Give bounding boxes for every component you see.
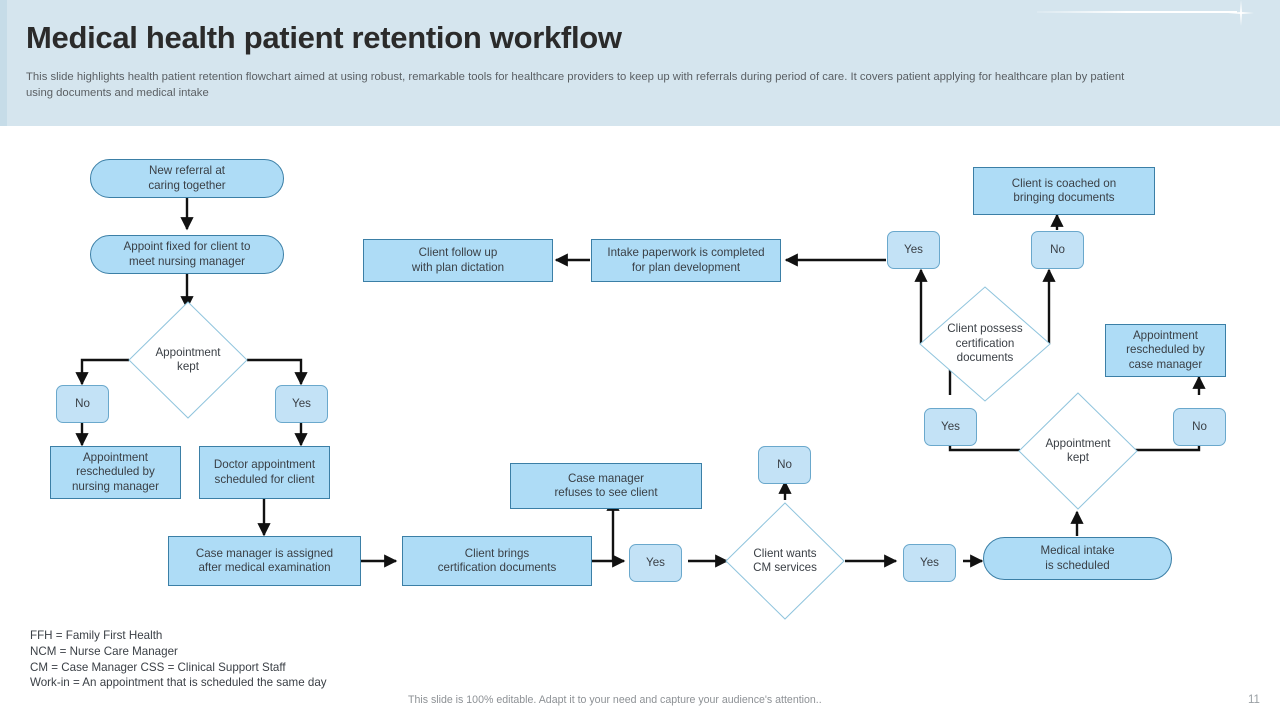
node-label: Appoint fixed for client to meet nursing… bbox=[123, 240, 251, 268]
chip-yes-appointment-kept-left[interactable]: Yes bbox=[275, 385, 328, 423]
chip-no-appointment-kept-left[interactable]: No bbox=[56, 385, 109, 423]
diamond-shape bbox=[1018, 392, 1138, 510]
node-label: Client brings certification documents bbox=[437, 546, 557, 575]
sparkle-star-icon bbox=[1228, 0, 1254, 26]
diamond-shape bbox=[725, 502, 845, 620]
decision-label: Appointment kept bbox=[155, 345, 221, 374]
node-client-follow-up[interactable]: Client follow up with plan dictation bbox=[363, 239, 553, 282]
chip-label: Yes bbox=[646, 555, 665, 569]
chip-label: Yes bbox=[904, 242, 923, 256]
legend-abbreviations: FFH = Family First Health NCM = Nurse Ca… bbox=[30, 629, 327, 690]
node-label: Appointment rescheduled by nursing manag… bbox=[71, 450, 159, 493]
node-appointment-rescheduled-case-manager[interactable]: Appointment rescheduled by case manager bbox=[1105, 324, 1226, 377]
chip-label: Yes bbox=[941, 419, 960, 433]
page-subtitle: This slide highlights health patient ret… bbox=[26, 71, 1125, 99]
chip-label: No bbox=[1192, 419, 1207, 433]
page-title: Medical health patient retention workflo… bbox=[26, 20, 622, 55]
decision-client-possess-documents[interactable]: Client possess certification documents bbox=[919, 286, 1051, 402]
node-label: New referral at caring together bbox=[148, 164, 226, 192]
chip-no-client-wants-cm[interactable]: No bbox=[758, 446, 811, 484]
diamond-shape bbox=[919, 286, 1051, 402]
node-label: Client is coached on bringing documents bbox=[1011, 176, 1117, 205]
node-medical-intake[interactable]: Medical intake is scheduled bbox=[983, 537, 1172, 580]
decorative-line bbox=[1037, 11, 1237, 13]
chip-no-appointment-kept-right[interactable]: No bbox=[1173, 408, 1226, 446]
node-doctor-appointment[interactable]: Doctor appointment scheduled for client bbox=[199, 446, 330, 499]
chip-no-client-possess[interactable]: No bbox=[1031, 231, 1084, 269]
node-label: Client follow up with plan dictation bbox=[411, 246, 505, 274]
decision-label: Appointment kept bbox=[1045, 436, 1111, 465]
chip-yes-client-possess[interactable]: Yes bbox=[887, 231, 940, 269]
chip-yes-appointment-kept-right[interactable]: Yes bbox=[924, 408, 977, 446]
decision-appointment-kept-left[interactable]: Appointment kept bbox=[128, 301, 248, 419]
chip-yes-medical-intake[interactable]: Yes bbox=[903, 544, 956, 582]
node-client-is-coached[interactable]: Client is coached on bringing documents bbox=[973, 167, 1155, 215]
page-number: 11 bbox=[1248, 694, 1260, 706]
diamond-shape bbox=[128, 301, 248, 419]
node-label: Intake paperwork is completed for plan d… bbox=[607, 246, 765, 274]
node-appoint-fixed[interactable]: Appoint fixed for client to meet nursing… bbox=[90, 235, 284, 274]
decision-appointment-kept-right[interactable]: Appointment kept bbox=[1018, 392, 1138, 510]
node-label: Case manager is assigned after medical e… bbox=[195, 546, 334, 575]
chip-label: No bbox=[1050, 242, 1065, 256]
decision-label: Client wants CM services bbox=[753, 546, 817, 575]
node-label: Appointment rescheduled by case manager bbox=[1126, 328, 1205, 371]
chip-label: Yes bbox=[292, 396, 311, 410]
slide-header: Medical health patient retention workflo… bbox=[0, 0, 1280, 126]
node-intake-paperwork[interactable]: Intake paperwork is completed for plan d… bbox=[591, 239, 781, 282]
footer-note: This slide is 100% editable. Adapt it to… bbox=[408, 694, 822, 706]
decision-client-wants-cm[interactable]: Client wants CM services bbox=[725, 502, 845, 620]
header-accent-bar bbox=[0, 0, 7, 126]
node-case-manager-assigned[interactable]: Case manager is assigned after medical e… bbox=[168, 536, 361, 586]
chip-yes-client-brings[interactable]: Yes bbox=[629, 544, 682, 582]
node-case-manager-refuses[interactable]: Case manager refuses to see client bbox=[510, 463, 702, 509]
chip-label: No bbox=[777, 457, 792, 471]
node-label: Case manager refuses to see client bbox=[554, 471, 658, 500]
node-appointment-rescheduled-nursing[interactable]: Appointment rescheduled by nursing manag… bbox=[50, 446, 181, 499]
node-label: Medical intake is scheduled bbox=[1040, 544, 1115, 572]
node-new-referral[interactable]: New referral at caring together bbox=[90, 159, 284, 198]
node-label: Doctor appointment scheduled for client bbox=[213, 458, 316, 486]
decision-label: Client possess certification documents bbox=[947, 322, 1023, 365]
chip-label: No bbox=[75, 396, 90, 410]
chip-label: Yes bbox=[920, 555, 939, 569]
flowchart-canvas: New referral at caring together Appoint … bbox=[0, 126, 1280, 720]
node-client-brings-documents[interactable]: Client brings certification documents bbox=[402, 536, 592, 586]
